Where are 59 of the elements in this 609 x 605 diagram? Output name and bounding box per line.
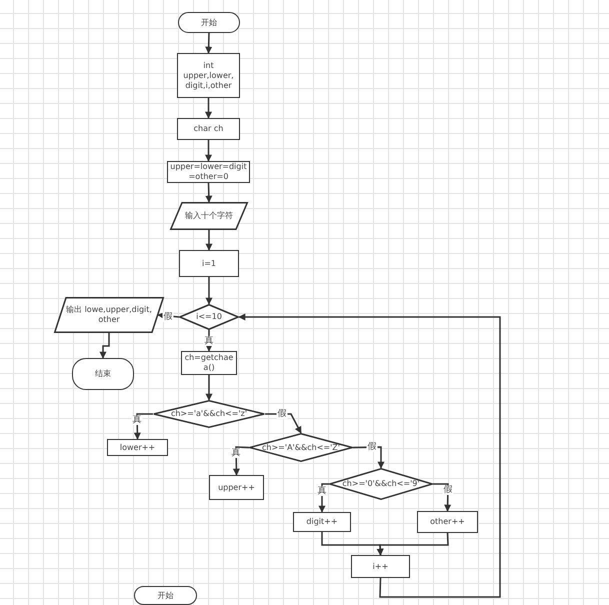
process-box — [351, 555, 410, 578]
step-text: other++ — [429, 517, 466, 527]
step-text: ch>='0'&&ch<='9' — [341, 479, 421, 489]
flow-arrow — [205, 32, 212, 54]
decision-diamond — [153, 400, 265, 428]
step-text: 输出 lowe,upper,digit, other — [65, 305, 153, 325]
edge-label: 假 — [366, 442, 378, 452]
process-box — [177, 118, 240, 140]
step-text: int upper,lower, digit,i,other — [182, 60, 235, 90]
flow-arrow — [318, 483, 329, 513]
process-box — [293, 512, 351, 532]
step-text: ch>='A'&&ch<='Z' — [261, 442, 341, 452]
decision-diamond — [179, 304, 239, 330]
process-box — [179, 250, 239, 277]
edge-label: 真 — [230, 448, 242, 458]
flow-arrow — [205, 182, 212, 203]
flow-arrow — [205, 98, 212, 119]
flow-arrow — [265, 413, 302, 434]
step-text: upper=lower=digit=other=0 — [169, 162, 248, 182]
terminal-shape — [178, 12, 240, 33]
step-text: digit++ — [305, 517, 339, 527]
step-text: lower++ — [118, 442, 156, 452]
input-output-parallelogram — [54, 297, 164, 333]
step-text: 开始 — [156, 590, 174, 600]
flow-arrow — [205, 140, 212, 162]
step-text: i<=10 — [195, 312, 223, 322]
step-text: 开始 — [200, 18, 218, 28]
flow-arrow — [232, 446, 250, 476]
flow-arrow — [206, 230, 212, 251]
edge-label: 假 — [276, 409, 288, 419]
terminal-shape — [134, 586, 197, 605]
edge-label: 假 — [162, 312, 174, 322]
flow-arrow — [134, 413, 153, 440]
step-text: ch=getchaea() — [184, 353, 234, 373]
step-text: i=1 — [200, 258, 217, 268]
flow-arrow — [238, 314, 501, 598]
step-text: i++ — [372, 562, 390, 572]
decision-diamond — [329, 468, 433, 500]
edge-label: 真 — [316, 486, 328, 496]
step-text: char ch — [192, 124, 224, 134]
process-box — [209, 475, 264, 500]
process-box — [417, 511, 478, 533]
step-text: 结束 — [94, 369, 112, 379]
input-output-parallelogram — [170, 202, 248, 230]
step-text: ch>='a'&&ch<='z' — [170, 409, 248, 419]
edge-label: 真 — [204, 336, 214, 346]
flow-arrow — [100, 333, 110, 359]
process-box — [177, 53, 240, 98]
flow-arrow — [206, 375, 212, 401]
edge-label: 真 — [132, 415, 142, 425]
edge-label: 假 — [442, 485, 454, 495]
step-text: 输入十个字符 — [184, 211, 234, 221]
flow-arrow — [206, 277, 212, 305]
flow-arrow — [433, 483, 452, 512]
flow-arrow — [376, 532, 449, 556]
terminal-shape — [72, 358, 134, 390]
process-box — [107, 439, 168, 456]
step-text: upper++ — [217, 482, 256, 492]
decision-diamond — [249, 433, 353, 462]
